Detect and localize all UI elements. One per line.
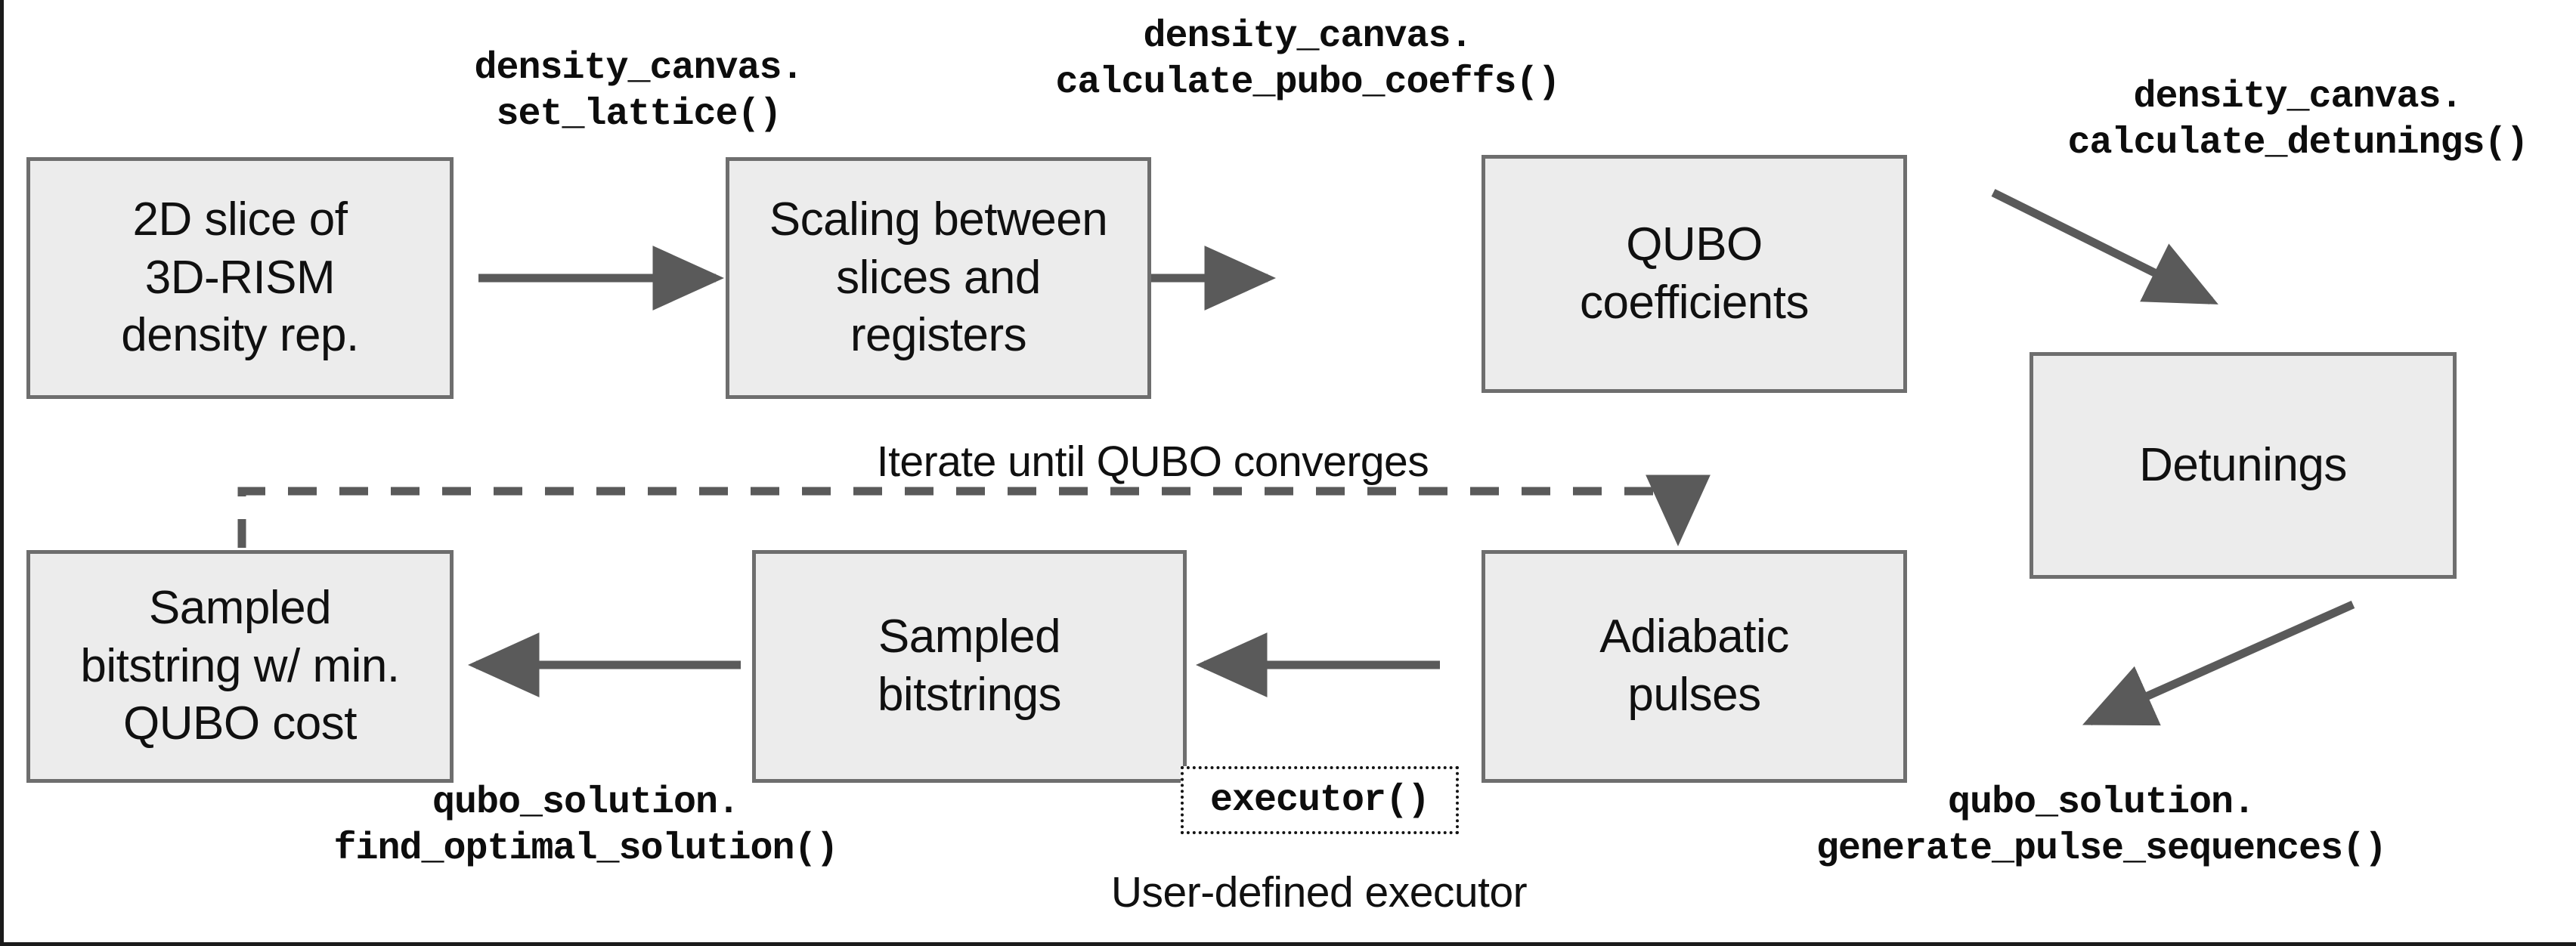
node-qubo-coefficients[interactable]: QUBO coefficients [1482,155,1907,393]
label-calculate-detunings: density_canvas. calculate_detunings() [2067,76,2528,165]
executor-box[interactable]: executor() [1181,766,1459,834]
arrow-detunings-to-pulses [2082,600,2355,726]
label-generate-pulse-sequences: qubo_solution. generate_pulse_sequences(… [1816,781,2387,870]
arrow-qubo-to-detunings [1991,189,2218,305]
node-min-qubo-bitstring[interactable]: Sampled bitstring w/ min. QUBO cost [26,550,454,783]
label-iterate-until-converges: Iterate until QUBO converges [876,437,1429,486]
node-sampled-bitstrings[interactable]: Sampled bitstrings [752,550,1187,783]
node-detunings[interactable]: Detunings [2030,352,2457,579]
node-density-slice[interactable]: 2D slice of 3D-RISM density rep. [26,157,454,399]
node-adiabatic-pulses[interactable]: Adiabatic pulses [1482,550,1907,783]
label-user-defined-executor: User-defined executor [1110,868,1528,917]
label-calculate-pubo-coeffs: density_canvas. calculate_pubo_coeffs() [1055,15,1560,104]
label-find-optimal-solution: qubo_solution. find_optimal_solution() [333,781,838,870]
node-scaling[interactable]: Scaling between slices and registers [726,157,1151,399]
arrow-iterate-loop [237,475,1711,548]
label-set-lattice: density_canvas. set_lattice() [474,47,803,136]
